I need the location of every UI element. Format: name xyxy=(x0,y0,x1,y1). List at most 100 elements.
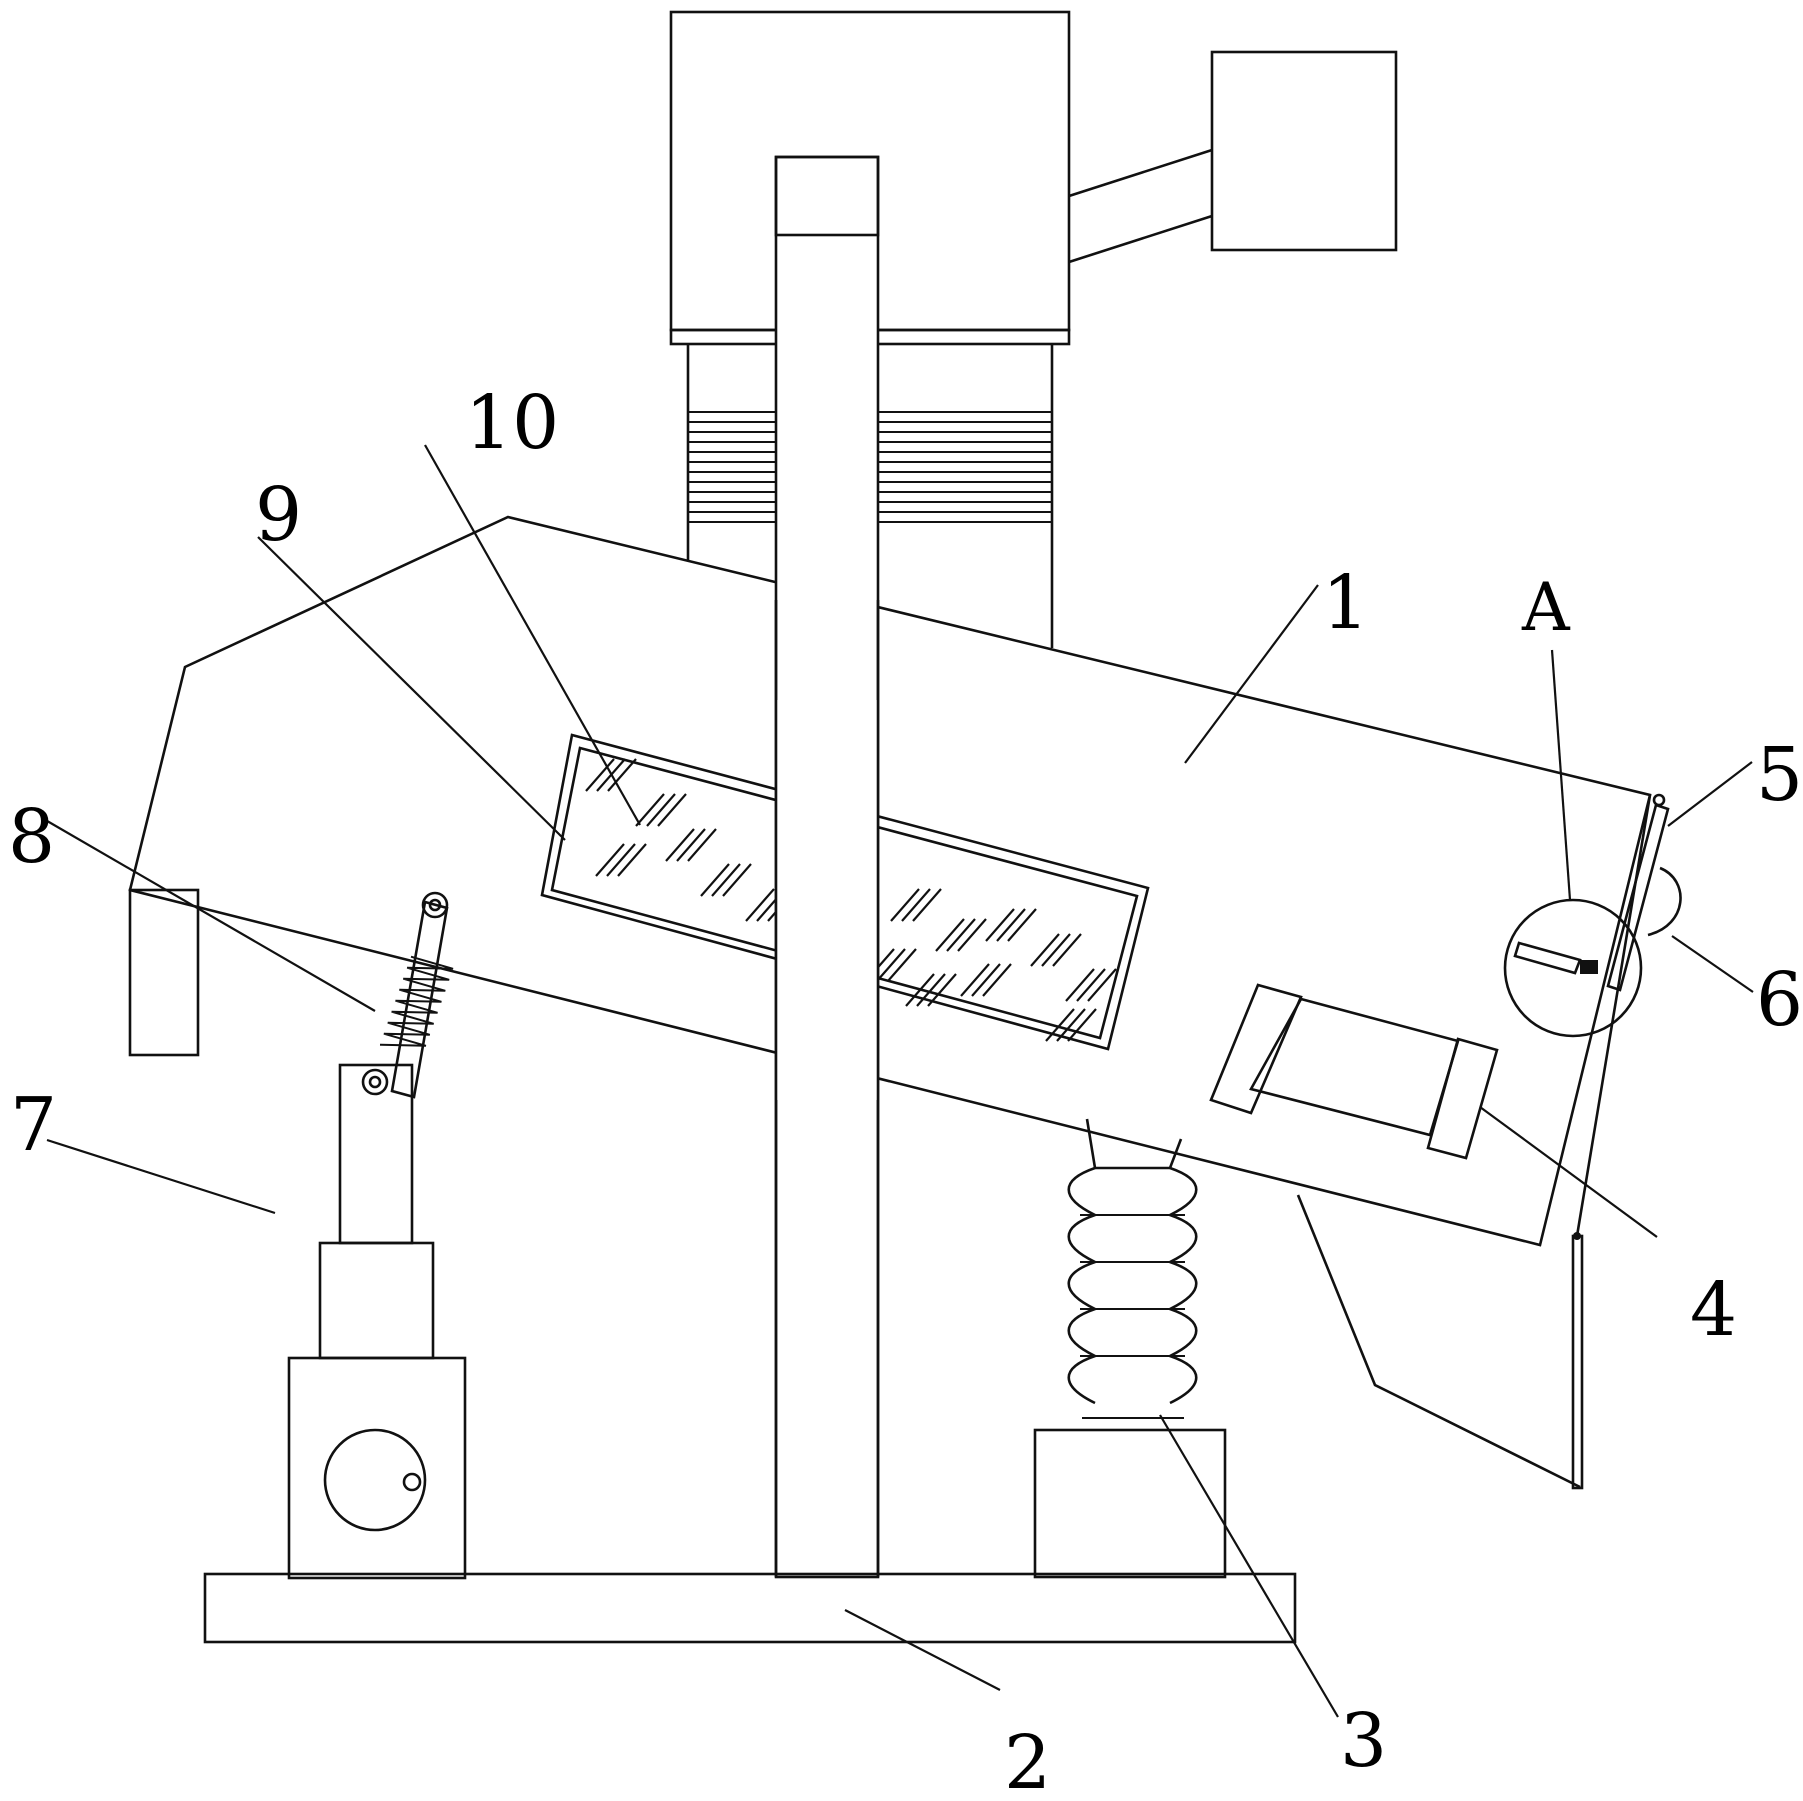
leader-8 xyxy=(41,817,376,1012)
hatch-stroke xyxy=(890,888,920,922)
label-3: 3 xyxy=(1340,1698,1387,1784)
collar-ribs xyxy=(688,411,1052,523)
hatch-stroke xyxy=(687,828,717,862)
coil-spring xyxy=(379,955,454,1047)
label-10: 10 xyxy=(465,380,559,466)
detail-circle xyxy=(1503,898,1643,1038)
spring-coil xyxy=(379,955,454,1047)
lift-rod xyxy=(338,1063,414,1245)
leader-7 xyxy=(46,1138,276,1215)
hatch-stroke xyxy=(585,758,615,792)
hatch-stroke xyxy=(971,963,1001,997)
leader-4 xyxy=(1479,1106,1658,1238)
main-body xyxy=(128,515,1652,1490)
column-cap xyxy=(774,155,880,237)
hatch-stroke xyxy=(665,828,695,862)
leader-3 xyxy=(1159,1414,1339,1718)
latch-bar xyxy=(1513,941,1582,975)
hatch-stroke xyxy=(960,963,990,997)
hatch-stroke xyxy=(887,948,917,982)
left-leg xyxy=(128,888,200,1057)
hatch-stroke xyxy=(595,843,625,877)
leader-5 xyxy=(1667,761,1753,827)
cylinder-cap-left xyxy=(1209,983,1303,1115)
leader-10 xyxy=(424,444,641,826)
leader-9 xyxy=(257,536,566,841)
hatch-stroke xyxy=(646,793,676,827)
hatch-stroke xyxy=(996,908,1026,942)
cylinder-barrel xyxy=(1249,997,1460,1137)
leader-6 xyxy=(1671,935,1754,993)
hatch-stroke xyxy=(912,888,942,922)
lift-sleeve xyxy=(318,1241,435,1360)
callout-labels: 1 2 3 4 5 6 7 8 9 10 A xyxy=(8,380,1803,1801)
hatch-stroke xyxy=(935,918,965,952)
discharge-plate xyxy=(1571,1234,1584,1490)
body-outline xyxy=(128,515,1652,1247)
leader-1 xyxy=(1184,584,1319,764)
hatch-stroke xyxy=(946,918,976,952)
hatch-stroke xyxy=(617,843,647,877)
hatch-stroke xyxy=(985,908,1015,942)
hatch-stroke xyxy=(1087,968,1117,1002)
drive-box xyxy=(287,1356,467,1580)
flap-plate xyxy=(1606,803,1670,992)
leader-A xyxy=(1550,649,1572,901)
eccentric-wheel xyxy=(323,1428,427,1532)
hatch-stroke xyxy=(905,973,935,1007)
label-9: 9 xyxy=(255,472,302,558)
hatch-stroke xyxy=(700,863,730,897)
label-A: A xyxy=(1521,569,1571,646)
bellows-right-profile xyxy=(1166,1166,1198,1405)
eccentric-drive xyxy=(287,1063,467,1580)
hatch-stroke xyxy=(745,888,775,922)
side-motor xyxy=(1068,50,1398,264)
hatch-stroke xyxy=(657,793,687,827)
hatch-stroke xyxy=(1056,1008,1086,1042)
hinge-ring xyxy=(1647,866,1682,937)
leader-2 xyxy=(844,1609,1001,1691)
label-7: 7 xyxy=(10,1082,57,1168)
hatch-stroke xyxy=(1052,933,1082,967)
label-5: 5 xyxy=(1756,732,1803,818)
hatch-stroke xyxy=(1065,968,1095,1002)
detail-a xyxy=(1503,793,1682,1038)
hatch-stroke xyxy=(876,948,906,982)
motor-box xyxy=(1210,50,1398,252)
hatch-stroke xyxy=(1041,933,1071,967)
glass-hatching xyxy=(585,758,1117,1042)
discharge-chute xyxy=(1296,1194,1581,1489)
window-frame-inner xyxy=(550,746,1139,1040)
observation-window xyxy=(540,600,1150,1577)
damper-pedestal xyxy=(1033,1428,1227,1579)
bellows-damper xyxy=(1033,1118,1227,1579)
bellows-left-profile xyxy=(1067,1166,1099,1405)
label-6: 6 xyxy=(1756,957,1803,1043)
hatch-stroke xyxy=(1030,933,1060,967)
hatch-stroke xyxy=(1076,968,1106,1002)
hatch-stroke xyxy=(927,973,957,1007)
spring-strut xyxy=(361,891,454,1099)
hatch-stroke xyxy=(722,863,752,897)
hatch-stroke xyxy=(607,758,637,792)
label-4: 4 xyxy=(1690,1267,1737,1353)
base-plate xyxy=(203,1572,1297,1644)
cylinder-cap-right xyxy=(1426,1037,1499,1160)
hatch-stroke xyxy=(1045,1008,1075,1042)
hatch-stroke xyxy=(1067,1008,1097,1042)
hatch-stroke xyxy=(635,793,665,827)
label-1: 1 xyxy=(1322,560,1369,646)
hatch-stroke xyxy=(676,828,706,862)
hatch-stroke xyxy=(916,973,946,1007)
hatch-stroke xyxy=(957,918,987,952)
bellows-convolutions xyxy=(1067,1166,1198,1419)
hatch-stroke xyxy=(606,843,636,877)
hatch-stroke xyxy=(901,888,931,922)
label-8: 8 xyxy=(8,794,55,880)
top-housing xyxy=(669,10,1071,648)
hatch-stroke xyxy=(1007,908,1037,942)
hatch-stroke xyxy=(711,863,741,897)
hatch-stroke xyxy=(982,963,1012,997)
label-2: 2 xyxy=(1004,1720,1051,1801)
